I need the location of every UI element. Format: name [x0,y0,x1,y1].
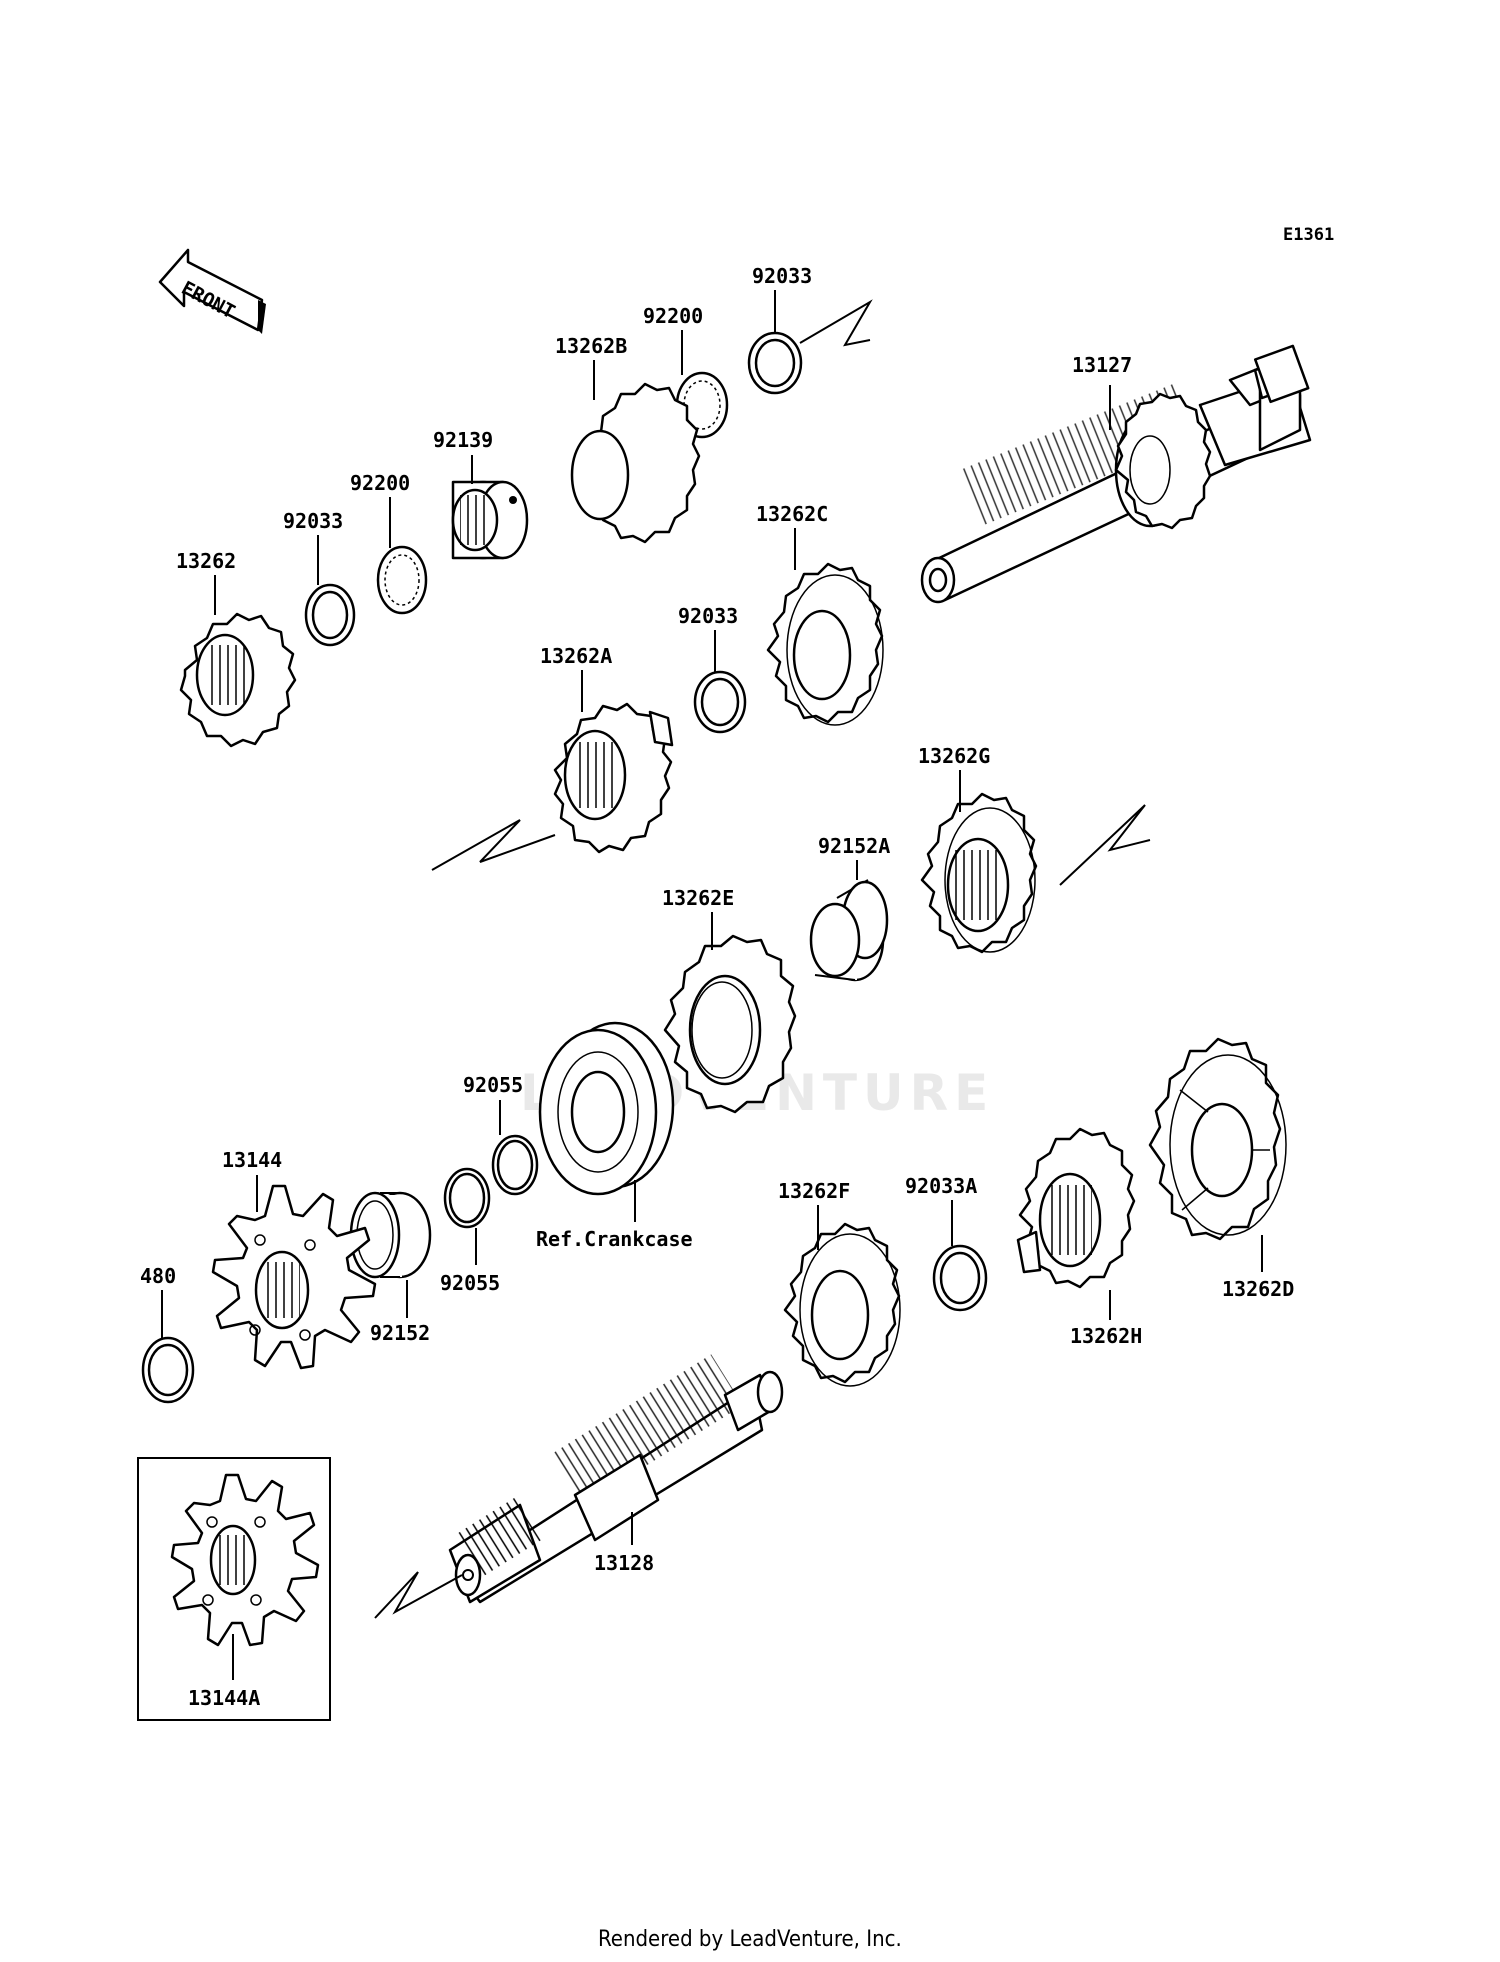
label-480: 480 [140,1264,176,1288]
label-13262: 13262 [176,549,236,573]
label-13262C: 13262C [756,502,828,526]
label-92033A: 92033A [905,1174,977,1198]
part-13262F-gear [783,1222,901,1387]
part-13262E-gear [663,934,797,1114]
part-ball-bearing-crankcase [538,1021,675,1196]
part-13262D-gear [1148,1037,1287,1241]
part-92033-circlip-mid [693,670,747,734]
part-13262-gear [179,612,297,748]
label-13262D: 13262D [1222,1277,1294,1301]
label-92055-top: 92055 [463,1073,523,1097]
label-92033-mid: 92033 [678,604,738,628]
label-13127: 13127 [1072,353,1132,377]
label-13144: 13144 [222,1148,282,1172]
part-92033-circlip-top [747,331,803,395]
part-13262B-gear [570,382,701,544]
inset-box-13144A [137,1457,331,1721]
label-92152: 92152 [370,1321,430,1345]
part-92055-oring-top [491,1134,539,1196]
label-13262G: 13262G [918,744,990,768]
part-13128-shaft [448,1354,784,1604]
label-92200-mid: 92200 [350,471,410,495]
label-13262E: 13262E [662,886,734,910]
part-92200-washer-mid [376,545,428,615]
footer-credit: Rendered by LeadVenture, Inc. [598,1927,902,1952]
label-13262F: 13262F [778,1179,850,1203]
part-92152A-collar [809,879,889,982]
label-92055-bot: 92055 [440,1271,500,1295]
part-13144-sprocket [211,1184,377,1370]
part-13127-shaft [920,344,1312,604]
label-13144A: 13144A [188,1686,260,1710]
label-13128: 13128 [594,1551,654,1575]
label-92200-top: 92200 [643,304,703,328]
part-92033-circlip-left [304,583,356,647]
part-13262G-gear [920,792,1038,954]
label-92033-left: 92033 [283,509,343,533]
label-92139: 92139 [433,428,493,452]
label-92152A: 92152A [818,834,890,858]
part-13262H-gear [1016,1127,1136,1289]
label-13262B: 13262B [555,334,627,358]
label-ref-crankcase: Ref.Crankcase [536,1227,693,1251]
front-arrow-icon: FRONT [158,248,266,334]
part-13262C-gear [766,562,884,726]
part-92055-oring-bottom [443,1167,491,1229]
part-92152-collar [349,1191,432,1279]
part-13144A-sprocket [170,1473,320,1647]
label-92033-top: 92033 [752,264,812,288]
part-92033A-circlip [932,1244,988,1312]
diagram-code: E1361 [1283,225,1334,245]
part-480-circlip [141,1336,195,1404]
part-13262A-gear [553,702,674,854]
part-92139-needle-bearing [451,480,529,560]
label-13262A: 13262A [540,644,612,668]
label-13262H: 13262H [1070,1324,1142,1348]
